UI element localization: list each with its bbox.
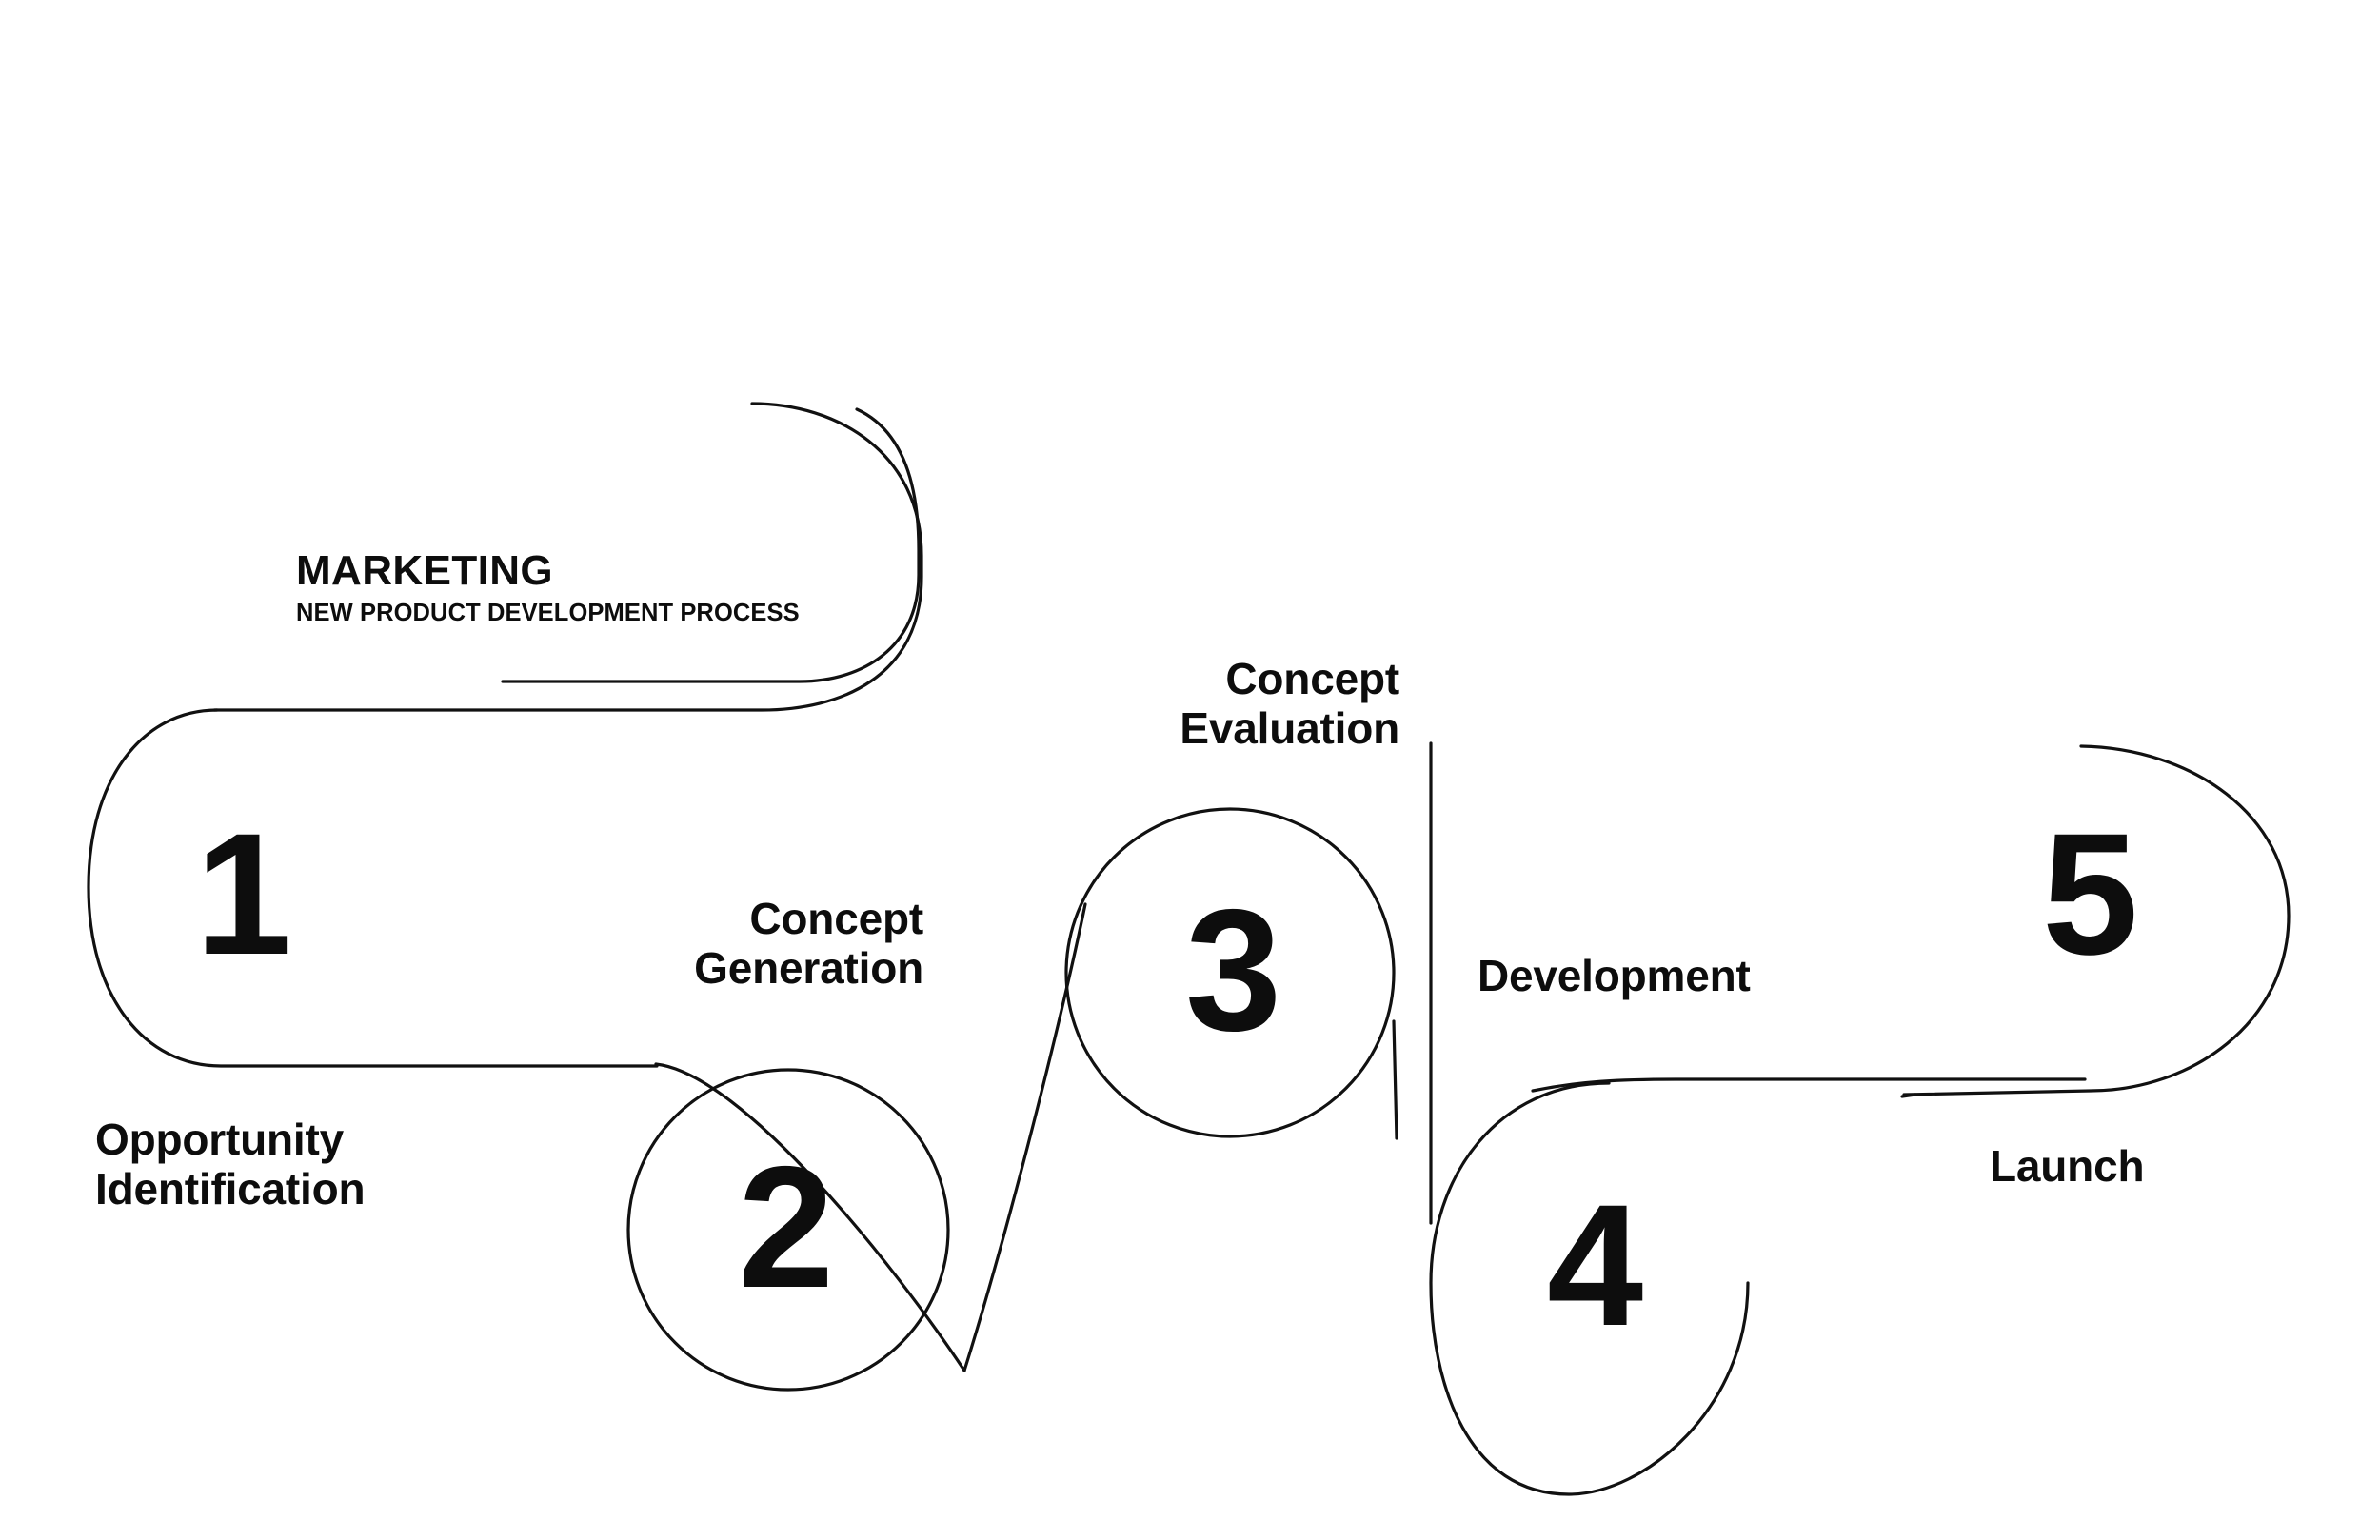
- line-segment-top-inner-curve: [501, 407, 921, 683]
- step-number-3: 3: [1185, 873, 1281, 1067]
- title-block: MARKETING NEW PRODUCT DEVELOPMENT PROCES…: [296, 550, 905, 626]
- step-label-launch: Launch: [1990, 1141, 2145, 1191]
- step-label-concept-generation: Concept Generation: [694, 894, 923, 993]
- step-number-1: 1: [195, 797, 291, 991]
- step-number-4: 4: [1547, 1168, 1643, 1362]
- step-label-development: Development: [1478, 951, 1751, 1000]
- line-segment-capsule-1: [87, 708, 659, 1068]
- step-label-concept-evaluation: Concept Evaluation: [1180, 654, 1399, 753]
- line-segment-3-descender: [1392, 1019, 1398, 1140]
- line-segment-2-to-3: [654, 1062, 966, 1372]
- step-number-5: 5: [2042, 797, 2138, 991]
- node-circle-3: [1064, 807, 1396, 1138]
- page-subtitle: NEW PRODUCT DEVELOPMENT PROCESS: [296, 600, 800, 626]
- page-title: MARKETING: [296, 547, 554, 594]
- step-number-2: 2: [738, 1130, 834, 1324]
- line-segment-top-uturn: [212, 402, 923, 712]
- line-segment-capsule-5: [1902, 744, 2291, 1096]
- line-segment-2-to-3-upper: [962, 902, 1087, 1372]
- step-label-opportunity-identification: Opportunity Identification: [95, 1115, 366, 1214]
- line-segment-5-return: [1900, 1093, 1917, 1098]
- line-segment-4-to-5: [1531, 1077, 2087, 1093]
- node-arc-4: [1429, 1081, 1750, 1496]
- node-circle-2: [626, 1068, 950, 1392]
